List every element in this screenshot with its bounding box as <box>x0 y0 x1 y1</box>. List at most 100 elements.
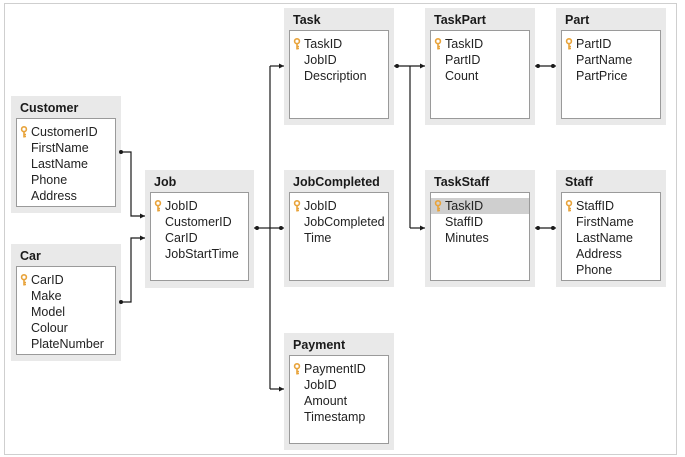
primary-key-icon <box>20 274 28 286</box>
field-label: Phone <box>31 173 68 187</box>
connector-dot <box>255 226 259 230</box>
connector-dot <box>536 64 540 68</box>
field-label: Model <box>31 305 66 319</box>
primary-key-icon <box>293 38 301 50</box>
field-label: CustomerID <box>31 125 98 139</box>
field-taskid[interactable]: TaskID <box>290 36 388 52</box>
field-label: Minutes <box>445 231 489 245</box>
field-label: Description <box>304 69 367 83</box>
table-title: JobCompleted <box>293 175 380 189</box>
field-staffid[interactable]: StaffID <box>431 214 529 230</box>
field-taskid[interactable]: TaskID <box>431 36 529 52</box>
field-taskid[interactable]: TaskID <box>431 198 529 214</box>
field-label: FirstName <box>576 215 634 229</box>
table-title: Car <box>20 249 41 263</box>
field-label: Timestamp <box>304 410 366 424</box>
field-jobid[interactable]: JobID <box>151 198 248 214</box>
connector-dot <box>395 64 399 68</box>
table-title: TaskStaff <box>434 175 490 189</box>
arrowhead <box>420 63 425 69</box>
field-partprice[interactable]: PartPrice <box>562 68 660 84</box>
field-jobid[interactable]: JobID <box>290 52 388 68</box>
relationship-car-job <box>121 237 145 303</box>
field-customerid[interactable]: CustomerID <box>17 124 115 140</box>
field-jobid[interactable]: JobID <box>290 377 388 393</box>
table-taskstaff[interactable]: TaskStaff TaskID StaffID Minutes <box>425 170 535 287</box>
field-amount[interactable]: Amount <box>290 393 388 409</box>
diagram-frame <box>4 3 677 455</box>
field-label: JobID <box>304 378 337 392</box>
field-label: LastName <box>31 157 88 171</box>
field-address[interactable]: Address <box>562 246 660 262</box>
field-lastname[interactable]: LastName <box>562 230 660 246</box>
field-label: Amount <box>304 394 348 408</box>
field-carid[interactable]: CarID <box>151 230 248 246</box>
field-staffid[interactable]: StaffID <box>562 198 660 214</box>
arrowhead <box>279 386 284 392</box>
field-label: PartPrice <box>576 69 628 83</box>
field-colour[interactable]: Colour <box>17 320 115 336</box>
connector-dot <box>119 150 123 154</box>
table-title: Job <box>154 175 177 189</box>
field-customerid[interactable]: CustomerID <box>151 214 248 230</box>
field-label: PaymentID <box>304 362 366 376</box>
field-paymentid[interactable]: PaymentID <box>290 361 388 377</box>
connector-dot <box>551 226 555 230</box>
field-label: PartName <box>576 53 633 67</box>
field-address[interactable]: Address <box>17 188 115 204</box>
field-partid[interactable]: PartID <box>431 52 529 68</box>
field-platenumber[interactable]: PlateNumber <box>17 336 115 352</box>
field-minutes[interactable]: Minutes <box>431 230 529 246</box>
arrowhead <box>140 235 145 241</box>
field-label: StaffID <box>445 215 483 229</box>
field-jobstarttime[interactable]: JobStartTime <box>151 246 248 262</box>
table-title: Part <box>565 13 590 27</box>
arrowhead <box>420 225 425 231</box>
field-lastname[interactable]: LastName <box>17 156 115 172</box>
relationship-customer-job <box>121 151 145 217</box>
field-time[interactable]: Time <box>290 230 388 246</box>
field-firstname[interactable]: FirstName <box>562 214 660 230</box>
table-title: Staff <box>565 175 593 189</box>
field-make[interactable]: Make <box>17 288 115 304</box>
field-label: LastName <box>576 231 633 245</box>
field-label: CarID <box>165 231 198 245</box>
field-phone[interactable]: Phone <box>17 172 115 188</box>
field-label: PlateNumber <box>31 337 104 351</box>
field-label: JobID <box>165 199 198 213</box>
field-partid[interactable]: PartID <box>562 36 660 52</box>
field-label: PartID <box>576 37 612 51</box>
field-timestamp[interactable]: Timestamp <box>290 409 388 425</box>
table-title: TaskPart <box>434 13 486 27</box>
field-model[interactable]: Model <box>17 304 115 320</box>
field-label: PartID <box>445 53 481 67</box>
field-jobcompleted[interactable]: JobCompleted <box>290 214 388 230</box>
field-label: TaskID <box>445 199 484 213</box>
field-carid[interactable]: CarID <box>17 272 115 288</box>
field-label: Make <box>31 289 62 303</box>
field-partname[interactable]: PartName <box>562 52 660 68</box>
primary-key-icon <box>565 200 573 212</box>
field-label: CustomerID <box>165 215 232 229</box>
field-phone[interactable]: Phone <box>562 262 660 278</box>
field-count[interactable]: Count <box>431 68 529 84</box>
field-firstname[interactable]: FirstName <box>17 140 115 156</box>
field-description[interactable]: Description <box>290 68 388 84</box>
primary-key-icon <box>20 126 28 138</box>
primary-key-icon <box>565 38 573 50</box>
field-jobid[interactable]: JobID <box>290 198 388 214</box>
